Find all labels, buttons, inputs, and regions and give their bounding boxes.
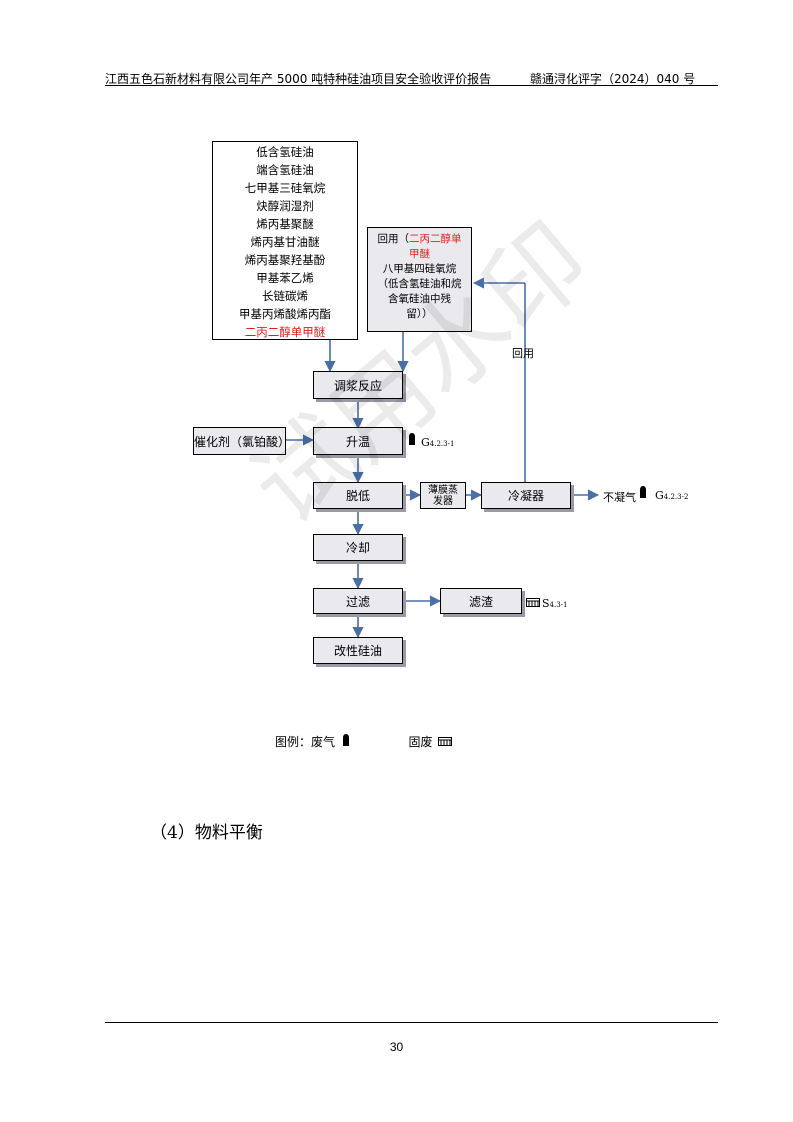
recycle-text: （低含氢硅油和烷	[377, 278, 462, 290]
thin-film-evaporator: 薄膜蒸发器	[420, 482, 466, 509]
raw-material-item: 七甲基三硅氧烷	[244, 181, 326, 195]
step-filter: 过滤	[313, 588, 403, 614]
waste-gas-icon	[409, 433, 415, 445]
raw-material-item: 长链碳烯	[262, 289, 308, 303]
waste-gas-icon	[342, 734, 349, 746]
noncondensable-label: 不凝气	[603, 491, 636, 504]
step-mix-reaction: 调浆反应	[313, 371, 403, 399]
raw-material-item: 二丙二醇单甲醚	[244, 325, 326, 339]
recycle-label: 回用	[512, 347, 534, 360]
step-product: 改性硅油	[313, 637, 403, 664]
page-number: 30	[389, 1040, 404, 1054]
recycle-text: 留））	[406, 308, 433, 320]
legend: 图例：废气 固废	[275, 733, 453, 750]
emission-g1-label: G4.2.3-1	[421, 436, 455, 449]
step-devolatilize: 脱低	[313, 482, 403, 509]
raw-material-item: 甲基苯乙烯	[256, 271, 314, 285]
legend-gas-label: 图例：废气	[275, 735, 336, 749]
step-heat: 升温	[313, 427, 403, 455]
emission-g2-label: G4.2.3-2	[655, 489, 689, 502]
condenser-box: 冷凝器	[481, 482, 571, 509]
raw-material-item: 低含氢硅油	[256, 145, 314, 159]
footer-rule	[105, 1022, 718, 1023]
raw-material-item: 烯丙基聚羟基酚	[244, 253, 326, 267]
solid-waste-icon	[526, 598, 540, 607]
header-title: 江西五色石新材料有限公司年产 5000 吨特种硅油项目安全验收评价报告	[105, 72, 492, 86]
raw-materials-box: 低含氢硅油 端含氢硅油 七甲基三硅氧烷 炔醇润湿剂 烯丙基聚醚 烯丙基甘油醚 烯…	[212, 141, 358, 340]
raw-material-item: 甲基丙烯酸烯丙酯	[239, 307, 331, 321]
header-report-number: 赣通浔化评字（2024）040 号	[530, 72, 696, 86]
recycle-text: 八甲基四硅氧烷	[382, 263, 457, 275]
filter-residue-box: 滤渣	[440, 588, 522, 614]
recycle-box: 回用（二丙二醇单 甲醚 八甲基四硅氧烷 （低含氢硅油和烷 含氧硅油中残 留））	[367, 227, 472, 332]
step-cool: 冷却	[313, 534, 403, 561]
section-title: （4）物料平衡	[150, 823, 263, 843]
catalyst-box: 催化剂（氯铂酸）	[193, 427, 290, 455]
raw-material-item: 端含氢硅油	[256, 163, 314, 177]
recycle-text-red: 二丙二醇单	[409, 233, 462, 245]
header-rule	[105, 85, 718, 86]
recycle-text-red: 甲醚	[409, 248, 430, 260]
recycle-text: 含氧硅油中残	[388, 293, 451, 305]
waste-gas-icon	[640, 486, 646, 498]
raw-material-item: 炔醇润湿剂	[256, 199, 314, 213]
solid-waste-s1-label: S4.3-1	[542, 597, 568, 610]
raw-material-item: 烯丙基甘油醚	[250, 235, 320, 249]
legend-solid-label: 固废	[408, 735, 433, 749]
solid-waste-icon	[438, 737, 453, 746]
raw-material-item: 烯丙基聚醚	[256, 217, 314, 231]
recycle-text: 回用（	[377, 233, 410, 245]
